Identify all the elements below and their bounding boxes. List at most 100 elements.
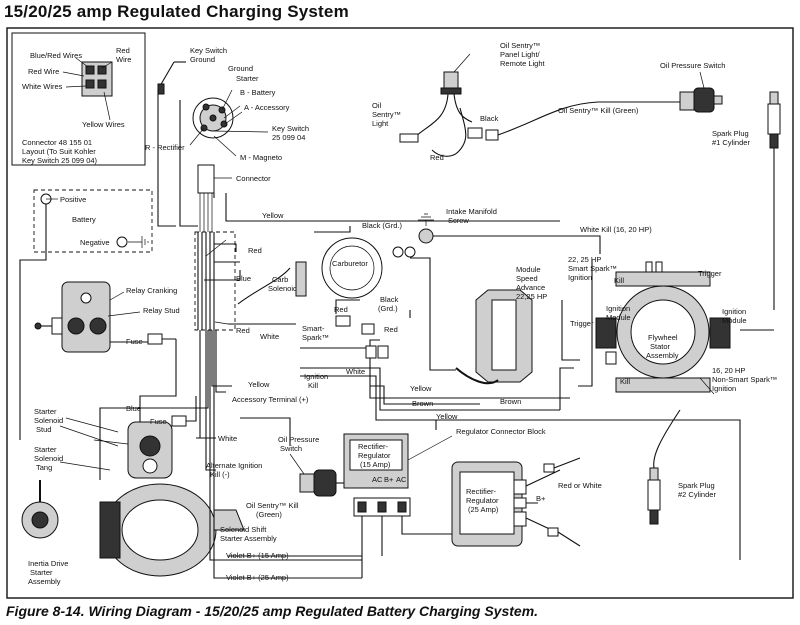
- trigger-label-a: Trigger: [698, 269, 722, 278]
- regulator-15-bp: B+: [384, 475, 394, 484]
- starter-label: Starter: [236, 74, 259, 83]
- rectifier-regulator-15: Rectifier- Regulator (15 Amp) AC B+ AC: [343, 433, 453, 517]
- regulator-15-label-2: Regulator: [358, 451, 391, 460]
- regulator-25-label-2: Regulator: [466, 496, 499, 505]
- brown-label-2: Brown: [500, 397, 521, 406]
- speed-advance-module: Module Speed Advance 22,25 HP: [455, 265, 547, 385]
- oil-sentry-light-label-1: Oil: [372, 101, 382, 110]
- module-speed-label-1: Module: [516, 265, 541, 274]
- smart-spark-ignition-label-2: Smart Spark™: [568, 264, 617, 273]
- black-grd-label-2a: Black: [380, 295, 399, 304]
- alternate-ignition-kill-label-1: Alternate Ignition: [206, 461, 262, 470]
- connector-note-2: Layout (To Suit Kohler: [22, 147, 96, 156]
- module-speed-label-3: Advance: [516, 283, 545, 292]
- white-label-1: White: [260, 332, 279, 341]
- key-switch-ground-label: Key Switch: [190, 46, 227, 55]
- yellow-label-4: Yellow: [436, 412, 458, 421]
- intake-manifold-label-2: Screw: [448, 216, 469, 225]
- wiring-runs: [99, 226, 774, 579]
- accessory-terminal-label: A - Accessory: [244, 103, 290, 112]
- oil-sentry-light-label-2: Sentry™: [372, 110, 401, 119]
- key-switch-ground-label-2: Ground: [190, 55, 215, 64]
- white-kill-label: White Kill (16, 20 HP): [580, 225, 652, 234]
- regulator-15-ac1: AC: [372, 475, 383, 484]
- fuse-label-1: Fuse: [126, 337, 143, 346]
- smart-spark-label-1: Smart-: [302, 324, 325, 333]
- figure-caption: Figure 8-14. Wiring Diagram - 15/20/25 a…: [6, 603, 539, 619]
- main-harness: Connector: [157, 90, 560, 331]
- spark-plug-1-label-1: Spark Plug: [712, 129, 749, 138]
- black-wire-label: Black: [480, 114, 499, 123]
- carburetor-label: Carburetor: [332, 259, 368, 268]
- red-label-2: Red: [334, 305, 348, 314]
- non-smart-spark-label-3: Ignition: [712, 384, 736, 393]
- accessory-terminal-label-harness: Accessory Terminal (+): [232, 395, 309, 404]
- inertia-drive-label-2: Starter: [30, 568, 53, 577]
- yellow-label-top: Yellow: [262, 211, 284, 220]
- oil-pressure-switch-label: Oil Pressure Switch: [660, 61, 725, 70]
- battery-terminal-label: B - Battery: [240, 88, 276, 97]
- black-grd-label: Black (Grd.): [362, 221, 403, 230]
- starter-tang-label-3: Tang: [36, 463, 52, 472]
- yellow-wires-label: Yellow Wires: [82, 120, 125, 129]
- solenoid-shift-label-2: Starter Assembly: [220, 534, 277, 543]
- smart-spark-ignition-label-3: Ignition: [568, 273, 592, 282]
- diagram-title: 15/20/25 amp Regulated Charging System: [4, 2, 349, 21]
- connector-note-3: Key Switch 25 099 04): [22, 156, 98, 165]
- trigger-label-b: Trigger: [570, 319, 594, 328]
- violet-25-label: Violet B+ (25 Amp): [226, 573, 289, 582]
- non-smart-spark-label-2: Non-Smart Spark™: [712, 375, 777, 384]
- oil-sentry-kill-label-1: Oil Sentry™ Kill: [246, 501, 299, 510]
- solenoid-shift-label-1: Solenoid Shift: [220, 525, 267, 534]
- white-label-2: White: [346, 367, 365, 376]
- starter-assembly: Fuse Starter Solenoid Stud Starter Solen…: [21, 396, 277, 586]
- carb-solenoid-label-1: Carb: [272, 275, 288, 284]
- wire-labels: Yellow Black (Grd.) Intake Manifold Scre…: [126, 207, 652, 582]
- oil-sentry-panel-label-3: Remote Light: [500, 59, 546, 68]
- ignition-module-label-1: Ignition: [606, 304, 630, 313]
- flywheel-stator-assembly: 22, 25 HP Smart Spark™ Ignition Kill Tri…: [568, 255, 777, 395]
- carburetor: Carburetor: [295, 213, 434, 359]
- red-label-3: Red: [236, 326, 250, 335]
- relay-cranking-label: Relay Cranking: [126, 286, 177, 295]
- ignition-module-label-2: Module: [606, 313, 631, 322]
- rectifier-regulator-25: Rectifier- Regulator (25 Amp): [451, 457, 581, 547]
- starter-solenoid-stud-label-1: Starter: [34, 407, 57, 416]
- battery-label: Battery: [72, 215, 96, 224]
- flywheel-label-1: Flywheel: [648, 333, 678, 342]
- battery-negative-label: Negative: [80, 238, 110, 247]
- battery-positive-label: Positive: [60, 195, 86, 204]
- smart-spark-label-2: Spark™: [302, 333, 329, 342]
- oil-sentry-panel-label-2: Panel Light/: [500, 50, 541, 59]
- module-speed-label-2: Speed: [516, 274, 538, 283]
- regulator-15-label-1: Rectifier-: [358, 442, 389, 451]
- blue-label-2: Blue: [126, 404, 141, 413]
- oil-pressure-switch-top: Oil Pressure Switch: [660, 61, 725, 113]
- module-speed-label-4: 22,25 HP: [516, 292, 547, 301]
- regulator-connector-label: Regulator Connector Block: [456, 427, 546, 436]
- oil-sentry-panel-label-1: Oil Sentry™: [500, 41, 540, 50]
- red-wire-label: Red Wire: [28, 67, 59, 76]
- starter-tang-label-1: Starter: [34, 445, 57, 454]
- magneto-terminal-label: M - Magneto: [240, 153, 282, 162]
- kill-label-a: Kill: [614, 276, 624, 285]
- red-label-1: Red: [248, 246, 262, 255]
- ignition-kill-label-1: Ignition: [304, 372, 328, 381]
- red-wire-label-panel: Red: [430, 153, 444, 162]
- inertia-drive-label-1: Inertia Drive: [28, 559, 68, 568]
- battery: Positive Battery Negative: [19, 189, 153, 440]
- ignition-kill-label-2: Kill: [308, 381, 318, 390]
- ignition-module-label-4: Module: [722, 316, 747, 325]
- non-smart-spark-label-1: 16, 20 HP: [712, 366, 745, 375]
- oil-sentry-kill-label-2: (Green): [256, 510, 282, 519]
- blue-label-1: Blue: [236, 274, 251, 283]
- regulator-25-label-3: (25 Amp): [468, 505, 499, 514]
- flywheel-label-3: Assembly: [646, 351, 679, 360]
- red-wire-top-label-2: Wire: [116, 55, 131, 64]
- red-or-white-label: Red or White: [558, 481, 602, 490]
- intake-manifold-label-1: Intake Manifold: [446, 207, 497, 216]
- fuse-label-2: Fuse: [150, 417, 167, 426]
- spark-plug-2: Spark Plug #2 Cylinder: [647, 409, 716, 525]
- key-switch-part-label: Key Switch: [272, 124, 309, 133]
